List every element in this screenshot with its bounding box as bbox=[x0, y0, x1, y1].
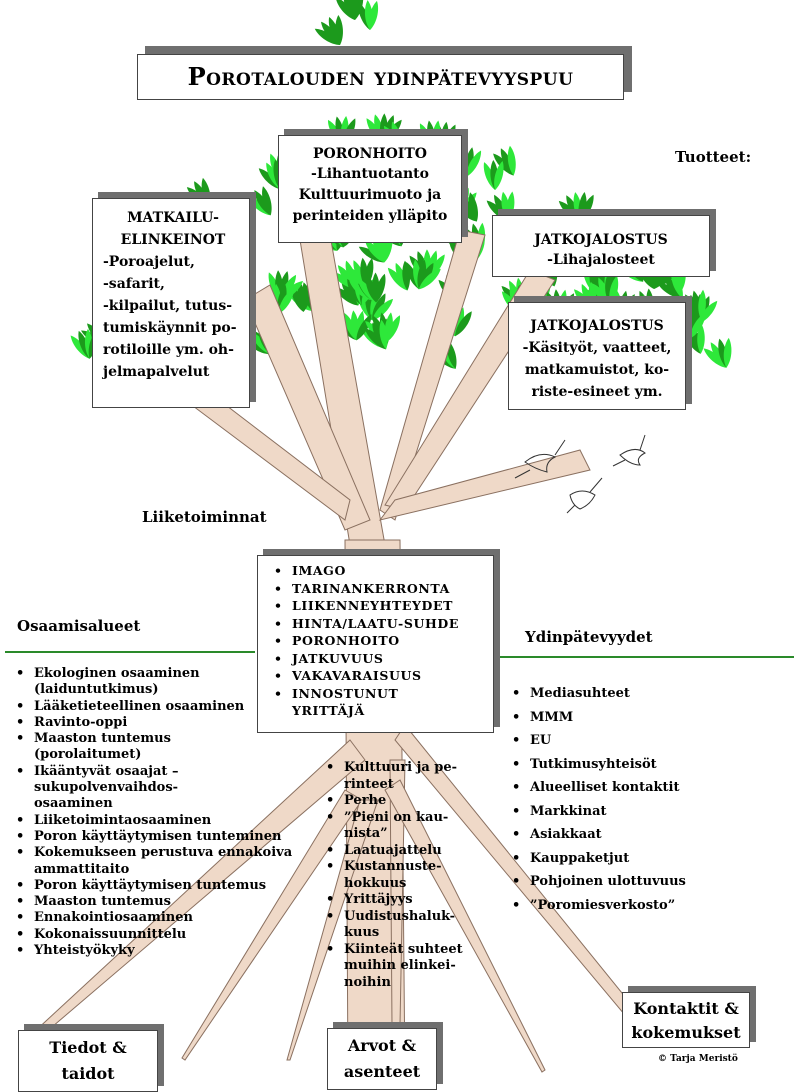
arvo-item: Kiinteät suhteet muihin elinkei- noihin bbox=[324, 942, 474, 992]
poronhoito-title: PORONHOITO bbox=[313, 146, 427, 162]
jatkojalostus-lihajalosteet-box: JATKOJALOSTUS -Lihajalosteet bbox=[492, 215, 710, 277]
leaf bbox=[386, 315, 400, 343]
core-competency-item: LIIKENNEYHTEYDET bbox=[272, 597, 489, 615]
matkailu-box: MATKAILU- ELINKEINOT -Poroajelut, -safar… bbox=[92, 198, 250, 408]
core-competency-item: PORONHOITO bbox=[272, 632, 489, 650]
arvo-item: Perhe bbox=[324, 793, 474, 810]
leaf bbox=[455, 311, 472, 337]
ydinpatevyys-item: Mediasuhteet bbox=[510, 682, 780, 706]
leaf bbox=[506, 191, 515, 222]
leaf bbox=[372, 298, 394, 321]
core-competency-item: INNOSTUNUT YRITTÄJÄ bbox=[272, 685, 489, 720]
ydinpatevyydet-list: MediasuhteetMMMEUTutkimusyhteisötAlueell… bbox=[510, 682, 780, 917]
core-competency-item: IMAGO bbox=[272, 562, 489, 580]
core-competency-item: TARINANKERRONTA bbox=[272, 580, 489, 598]
jatko1-title: JATKOJALOSTUS bbox=[534, 232, 668, 248]
leaf bbox=[580, 194, 594, 222]
leaf bbox=[468, 192, 478, 222]
core-competency-item: VAKAVARAISUUS bbox=[272, 667, 489, 685]
leaf bbox=[335, 15, 343, 45]
leaf bbox=[671, 270, 683, 299]
osaamisalueet-label: Osaamisalueet bbox=[17, 617, 141, 635]
title-box: Porotalouden ydinpätevyyspuu bbox=[137, 54, 624, 100]
arvo-item: Kustannuste- hokkuus bbox=[324, 859, 474, 892]
poronhoito-text: -Lihantuotanto Kulttuurimuoto ja perinte… bbox=[292, 166, 448, 224]
osaamisalue-item: Kokonaissuunnittelu bbox=[14, 927, 304, 944]
arvo-item: ”Pieni on kau- nista” bbox=[324, 810, 474, 843]
leaf bbox=[578, 191, 587, 222]
osaamisalue-item: Yhteistyökyky bbox=[14, 943, 304, 960]
core-competency-item: HINTA/LAATU-SUHDE bbox=[272, 615, 489, 633]
osaamisalueet-list: Ekologinen osaaminen (laiduntutkimus)Lää… bbox=[14, 666, 304, 960]
leaf bbox=[277, 284, 287, 314]
leaf bbox=[262, 186, 272, 216]
arvo-item: Uudistushaluk- kuus bbox=[324, 909, 474, 942]
matkailu-title: MATKAILU- ELINKEINOT bbox=[120, 210, 226, 248]
leaf bbox=[494, 160, 504, 190]
osaamisalue-item: Poron käyttäytymisen tunteminen bbox=[14, 829, 304, 846]
leaf bbox=[465, 147, 474, 177]
ydinpatevyys-item: MMM bbox=[510, 706, 780, 730]
osaamisalue-item: Ikääntyvät osaajat – sukupolvenvaihdos- … bbox=[14, 764, 304, 813]
core-competency-item: JATKUVUUS bbox=[272, 650, 489, 668]
core-list: IMAGOTARINANKERRONTALIIKENNEYHTEYDETHINT… bbox=[272, 562, 489, 720]
leaf bbox=[278, 288, 295, 314]
leaf bbox=[355, 310, 365, 341]
leaf bbox=[609, 275, 619, 306]
osaamisalue-item: Liiketoimintaosaaminen bbox=[14, 813, 304, 830]
osaamisalue-item: Ennakointiosaaminen bbox=[14, 910, 304, 927]
arvo-item: Kulttuuri ja pe- rinteet bbox=[324, 760, 474, 793]
arvo-item: Yrittäjyys bbox=[324, 892, 474, 909]
jatko2-text: -Käsityöt, vaatteet, matkamuistot, ko- r… bbox=[522, 340, 672, 400]
ydinpatevyydet-label: Ydinpätevyydet bbox=[525, 628, 653, 646]
leaf bbox=[698, 289, 706, 320]
ydinpatevyys-item: Kauppaketjut bbox=[510, 847, 780, 871]
osaamisalueet-list-wrap: Ekologinen osaaminen (laiduntutkimus)Lää… bbox=[14, 666, 304, 960]
osaamisalue-item: Poron käyttäytymisen tuntemus bbox=[14, 878, 304, 895]
ydinpatevyys-item: Tutkimusyhteisöt bbox=[510, 753, 780, 777]
tuotteet-label: Tuotteet: bbox=[675, 148, 752, 166]
leaf bbox=[507, 145, 516, 176]
dove-icon bbox=[514, 434, 646, 514]
leaf bbox=[688, 309, 698, 339]
jatko1-text: -Lihajalosteet bbox=[547, 252, 655, 268]
osaamisalue-item: Lääketieteellinen osaaminen bbox=[14, 699, 304, 716]
ydinpatevyys-item: Pohjoinen ulottuvuus bbox=[510, 870, 780, 894]
ydinpatevyys-item: Asiakkaat bbox=[510, 823, 780, 847]
leaf bbox=[466, 150, 482, 177]
leaf bbox=[417, 259, 427, 290]
arvo-item: Laatuajattelu bbox=[324, 843, 474, 860]
ydinpatevyys-item: Markkinat bbox=[510, 800, 780, 824]
ydinpatevyys-item: EU bbox=[510, 729, 780, 753]
jatkojalostus-kasityot-box: JATKOJALOSTUS -Käsityöt, vaatteet, matka… bbox=[508, 302, 686, 410]
osaamisalue-item: Maaston tuntemus (porolaitumet) bbox=[14, 731, 304, 764]
leaf bbox=[690, 312, 706, 339]
arvot-asenteet-box: Arvot & asenteet bbox=[327, 1028, 437, 1090]
osaamisalue-item: Ravinto-oppi bbox=[14, 715, 304, 732]
leaf bbox=[723, 337, 732, 368]
leaf bbox=[368, 0, 379, 30]
liiketoiminnat-label: Liiketoiminnat bbox=[142, 508, 267, 526]
osaamisalue-item: Ekologinen osaaminen (laiduntutkimus) bbox=[14, 666, 304, 699]
ydin-list-wrap: MediasuhteetMMMEUTutkimusyhteisötAlueell… bbox=[510, 682, 780, 917]
leaf bbox=[418, 268, 441, 290]
page-title: Porotalouden ydinpätevyyspuu bbox=[187, 62, 574, 91]
tiedot-taidot-box: Tiedot & taidot bbox=[18, 1030, 158, 1092]
leaf bbox=[375, 273, 386, 303]
arvot-list: Kulttuuri ja pe- rinteetPerhe”Pieni on k… bbox=[324, 760, 474, 991]
arvot-list-wrap: Kulttuuri ja pe- rinteetPerhe”Pieni on k… bbox=[324, 760, 474, 991]
leaf bbox=[379, 319, 388, 350]
leaf bbox=[356, 314, 372, 341]
ydinpatevyys-item: ”Poromiesverkosto” bbox=[510, 894, 780, 918]
ydinpatevyys-item: Alueelliset kontaktit bbox=[510, 776, 780, 800]
matkailu-text: -Poroajelut, -safarit, -kilpailut, tutus… bbox=[103, 254, 237, 380]
leaf bbox=[697, 323, 705, 354]
osaamisalue-item: Maaston tuntemus bbox=[14, 894, 304, 911]
copyright-text: © Tarja Meristö bbox=[658, 1054, 738, 1064]
osaamisalue-item: Kokemukseen perustuva ennakoiva ammattit… bbox=[14, 845, 304, 878]
poronhoito-box: PORONHOITO -Lihantuotanto Kulttuurimuoto… bbox=[278, 135, 462, 243]
kontaktit-kokemukset-box: Kontaktit & kokemukset bbox=[622, 992, 750, 1048]
jatko2-title: JATKOJALOSTUS bbox=[530, 318, 664, 334]
